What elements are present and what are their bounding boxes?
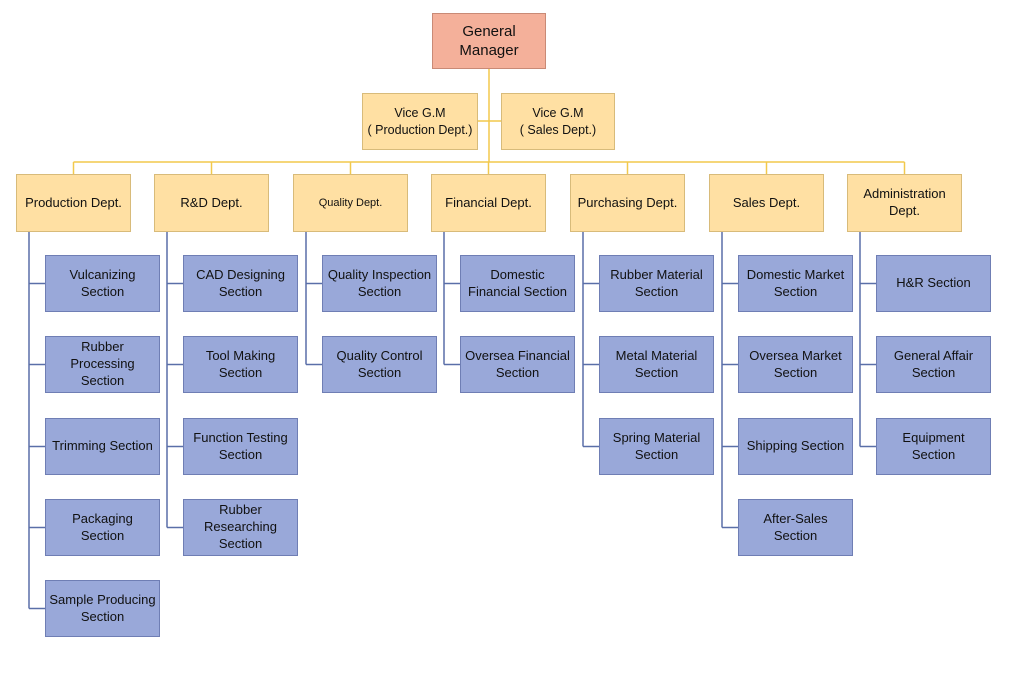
section-label: Function Testing Section: [193, 429, 288, 462]
section-box: Domestic Market Section: [738, 255, 853, 312]
section-label: Rubber Processing Section: [70, 339, 135, 388]
department-label: Quality Dept.: [318, 196, 383, 209]
section-label: Spring Material Section: [612, 429, 701, 462]
section-box: Shipping Section: [738, 418, 853, 475]
section-box: Rubber Researching Section: [183, 499, 298, 556]
section-label: Rubber Material Section: [610, 266, 703, 299]
section-label: Shipping Section: [746, 438, 845, 454]
section-label: Domestic Market Section: [746, 266, 845, 299]
section-box: Packaging Section: [45, 499, 160, 556]
vice-gm-dept: ( Production Dept.): [367, 122, 473, 137]
section-box: Function Testing Section: [183, 418, 298, 475]
section-label: Vulcanizing Section: [69, 266, 136, 299]
section-box: Rubber Material Section: [599, 255, 714, 312]
section-label: After-Sales Section: [763, 510, 828, 543]
department-label: Production Dept.: [25, 194, 122, 210]
section-label: Metal Material Section: [615, 347, 698, 380]
department-label: R&D Dept.: [180, 194, 243, 210]
section-box: Sample Producing Section: [45, 580, 160, 637]
section-box: General Affair Section: [876, 336, 991, 393]
department-box: Administration Dept.: [847, 174, 962, 232]
section-label: Oversea Market Section: [749, 347, 842, 380]
section-box: Tool Making Section: [183, 336, 298, 393]
section-box: Oversea Financial Section: [460, 336, 575, 393]
section-box: Metal Material Section: [599, 336, 714, 393]
general-manager-box: General Manager: [432, 13, 546, 69]
section-label: Quality Inspection Section: [327, 266, 432, 299]
section-label: Packaging Section: [72, 510, 133, 543]
department-label: Sales Dept.: [732, 194, 801, 210]
section-label: Trimming Section: [52, 438, 153, 454]
section-label: Tool Making Section: [205, 347, 276, 380]
department-label: Purchasing Dept.: [577, 194, 678, 210]
department-box: Production Dept.: [16, 174, 131, 232]
section-box: Equipment Section: [876, 418, 991, 475]
section-box: Trimming Section: [45, 418, 160, 475]
department-box: Quality Dept.: [293, 174, 408, 232]
department-box: Sales Dept.: [709, 174, 824, 232]
section-label: Sample Producing Section: [49, 591, 156, 624]
section-label: H&R Section: [896, 275, 971, 291]
department-label: Financial Dept.: [445, 194, 532, 210]
section-label: General Affair Section: [893, 347, 974, 380]
department-box: Financial Dept.: [431, 174, 546, 232]
section-label: Rubber Researching Section: [204, 502, 277, 551]
section-box: CAD Designing Section: [183, 255, 298, 312]
department-box: Purchasing Dept.: [570, 174, 685, 232]
section-box: Vulcanizing Section: [45, 255, 160, 312]
department-label: Administration Dept.: [863, 186, 946, 218]
vice-gm-production-box: Vice G.M ( Production Dept.): [362, 93, 478, 150]
vice-gm-title: Vice G.M: [532, 106, 584, 121]
section-box: Quality Inspection Section: [322, 255, 437, 312]
section-label: Domestic Financial Section: [468, 266, 567, 299]
section-box: Domestic Financial Section: [460, 255, 575, 312]
section-label: CAD Designing Section: [196, 266, 285, 299]
section-label: Quality Control Section: [336, 347, 423, 380]
department-box: R&D Dept.: [154, 174, 269, 232]
section-label: Oversea Financial Section: [465, 347, 570, 380]
vice-gm-sales-box: Vice G.M ( Sales Dept.): [501, 93, 615, 150]
section-box: Quality Control Section: [322, 336, 437, 393]
vice-gm-title: Vice G.M: [394, 106, 446, 121]
section-box: Oversea Market Section: [738, 336, 853, 393]
section-box: After-Sales Section: [738, 499, 853, 556]
general-manager-label: General Manager: [459, 22, 519, 60]
section-label: Equipment Section: [902, 429, 965, 462]
section-box: H&R Section: [876, 255, 991, 312]
section-box: Rubber Processing Section: [45, 336, 160, 393]
vice-gm-dept: ( Sales Dept.): [519, 122, 597, 137]
section-box: Spring Material Section: [599, 418, 714, 475]
